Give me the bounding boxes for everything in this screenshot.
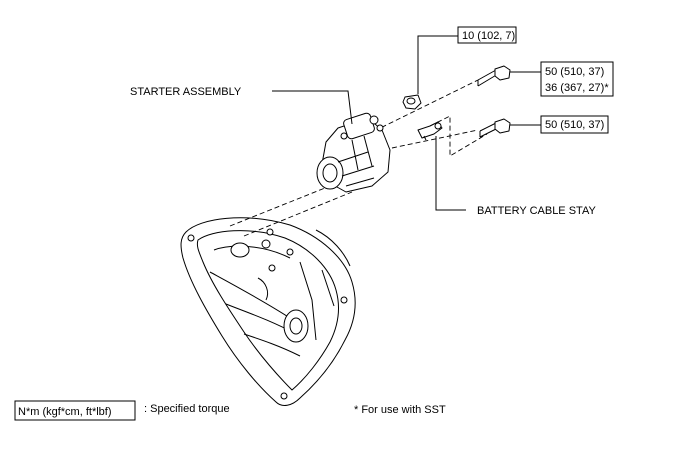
upper-bolt-sst-torque-value: 36 (367, 27)* [545,82,609,94]
lower-bolt-torque-callout: 50 (510, 37) [540,115,609,134]
legend-unit-box: N*m (kgf*cm, ft*lbf) [18,406,112,418]
sst-note: * For use with SST [354,404,446,416]
nut-torque-leader [417,35,458,94]
alignment-dashed-lines [229,79,488,237]
legend-unit-description: : Specified torque [144,403,230,415]
starter-assembly-label: STARTER ASSEMBLY [130,86,242,98]
battery-cable-stay-label: BATTERY CABLE STAY [477,205,596,217]
upper-bolt-torque-value: 50 (510, 37) [545,66,604,78]
starter-assembly-illustration [316,112,391,193]
upper-bolt-illustration [477,65,511,87]
lower-bolt-torque-value: 50 (510, 37) [545,119,604,131]
torque-legend: N*m (kgf*cm, ft*lbf) : Specified torque [14,400,230,421]
upper-bolt-torque-callout: 50 (510, 37) 36 (367, 27)* [540,61,614,97]
nut-torque-callout: 10 (102, 7) [457,26,517,44]
nut-torque-value: 10 (102, 7) [462,30,515,42]
nut-illustration [402,94,422,110]
lower-bolt-illustration [479,118,511,138]
transmission-housing-illustration [180,217,356,406]
battery-cable-stay-leader [435,136,466,211]
starter-assembly-leader [272,90,353,125]
battery-cable-stay-illustration [417,121,443,141]
